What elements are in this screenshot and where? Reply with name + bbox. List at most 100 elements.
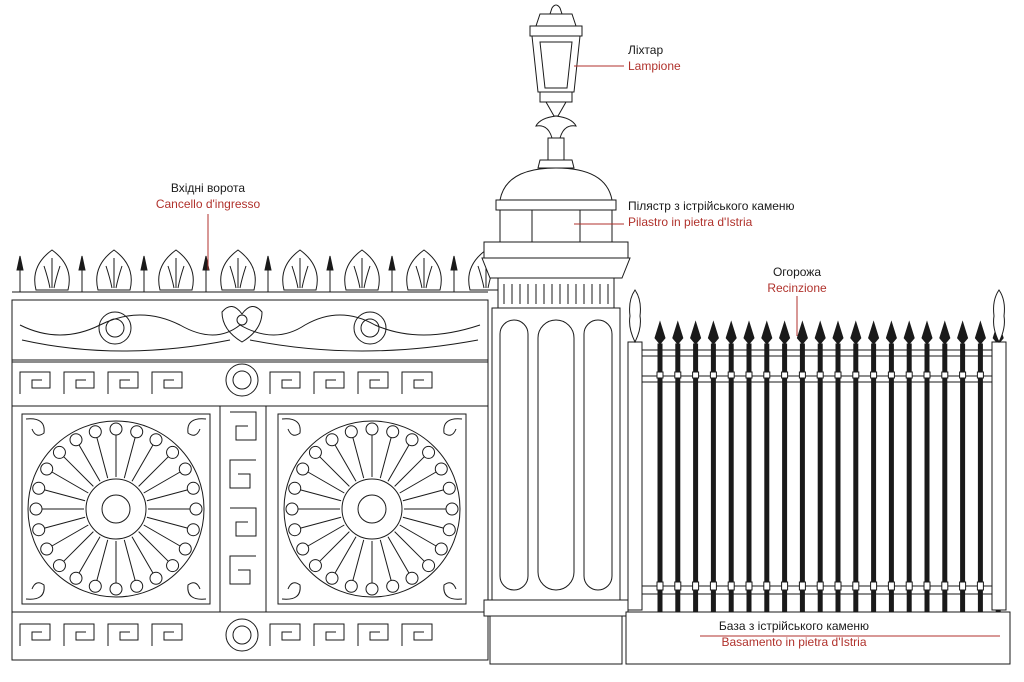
gate-rosettes [25, 418, 463, 600]
fence-finial [814, 320, 826, 345]
fence-label: Огорожа Recinzione [747, 264, 847, 296]
lamp [529, 4, 583, 169]
palmette-leaves [229, 258, 247, 289]
fence-bars [654, 320, 1004, 613]
corner-scroll [187, 418, 207, 436]
fence-finial [974, 320, 986, 345]
fence-finial [690, 320, 702, 345]
base-label-it: Basamento in pietra d'Istria [721, 635, 867, 649]
palmette-leaves [353, 258, 371, 289]
fence-bar [977, 343, 983, 613]
corner-scroll [25, 418, 45, 436]
palmette-leaves [291, 258, 309, 289]
lamp-label-ua: Ліхтар [628, 43, 664, 57]
fence-bar [675, 343, 681, 613]
fence-finial [832, 320, 844, 345]
fence-bar [693, 343, 699, 613]
entrance-gate [11, 249, 504, 661]
fence-end-post-right [991, 289, 1007, 611]
fence-finial [903, 320, 915, 345]
corner-scroll [443, 582, 463, 600]
greek-key-bands [19, 371, 433, 646]
rosette-center [101, 494, 131, 524]
crest-spear [264, 255, 272, 271]
fence-end-post-left [627, 289, 643, 611]
corner-scroll [25, 582, 45, 600]
fence-finial [654, 320, 666, 345]
pillar-label-it: Pilastro in pietra d'Istria [628, 215, 753, 229]
pillar-label-ua: Пілястр з істрійського каменю [628, 199, 795, 213]
lamp-label-it: Lampione [628, 59, 681, 73]
fence-finial [707, 320, 719, 345]
palmette [220, 249, 256, 291]
palmette [406, 249, 442, 291]
fence-bar [764, 343, 770, 613]
rosette-ring [85, 478, 147, 540]
greek-key [269, 371, 433, 394]
fence-finial [939, 320, 951, 345]
fence-finial [885, 320, 897, 345]
crest-spear [78, 255, 86, 271]
greek-key [19, 623, 183, 646]
palmette-leaves [43, 258, 61, 289]
base-label-ua: База з істрійського каменю [718, 619, 870, 633]
palmette [344, 249, 380, 291]
gate-label: Вхідні ворота Cancello d'ingresso [138, 180, 278, 212]
fence-bar [728, 343, 734, 613]
fence-bar [782, 343, 788, 613]
palmette [34, 249, 70, 291]
gate-label-ua: Вхідні ворота [170, 181, 246, 195]
stone-pillar [481, 4, 631, 665]
fence-bar [906, 343, 912, 613]
corner-scroll [187, 582, 207, 600]
greek-key [19, 371, 183, 394]
crest-spear [16, 255, 24, 271]
fence-bar [871, 343, 877, 613]
palmette-leaves [415, 258, 433, 289]
fence-bar [835, 343, 841, 613]
fence-bar [817, 343, 823, 613]
fence-finial [921, 320, 933, 345]
fence-bar [799, 343, 805, 613]
crest-spear [140, 255, 148, 271]
palmette [158, 249, 194, 291]
fence-bar [746, 343, 752, 613]
crest-spear [326, 255, 334, 271]
fence-finial [868, 320, 880, 345]
palmette [96, 249, 132, 291]
greek-key [269, 623, 433, 646]
fence-finial [725, 320, 737, 345]
fence-finial [672, 320, 684, 345]
fence-finial [796, 320, 808, 345]
fence-label-ua: Огорожа [772, 265, 822, 279]
rosette-ring [341, 478, 403, 540]
fence-bar [888, 343, 894, 613]
rosette-outer [283, 420, 461, 598]
fence-bar [924, 343, 930, 613]
corner-scroll [281, 582, 301, 600]
fence-bar [942, 343, 948, 613]
fence-bar [853, 343, 859, 613]
gate-label-it: Cancello d'ingresso [155, 197, 261, 211]
fence-bar [710, 343, 716, 613]
fence-bar [960, 343, 966, 613]
fence-finial [743, 320, 755, 345]
crest-spear [388, 255, 396, 271]
fence-finial [957, 320, 969, 345]
fence [625, 289, 1011, 665]
fence-finial [850, 320, 862, 345]
gate-cresting [16, 249, 504, 292]
rosette-center [357, 494, 387, 524]
pillar-label: Пілястр з істрійського каменю Pilastro i… [628, 198, 795, 230]
fence-finial [761, 320, 773, 345]
corner-scroll [281, 418, 301, 436]
rosette-outer [27, 420, 205, 598]
crest-spear [450, 255, 458, 271]
corner-scroll [443, 418, 463, 436]
fence-finial [779, 320, 791, 345]
lamp-label: Ліхтар Lampione [628, 42, 681, 74]
fence-bar [657, 343, 663, 613]
base-label: База з істрійського каменю Basamento in … [694, 618, 894, 650]
palmette-leaves [167, 258, 185, 289]
